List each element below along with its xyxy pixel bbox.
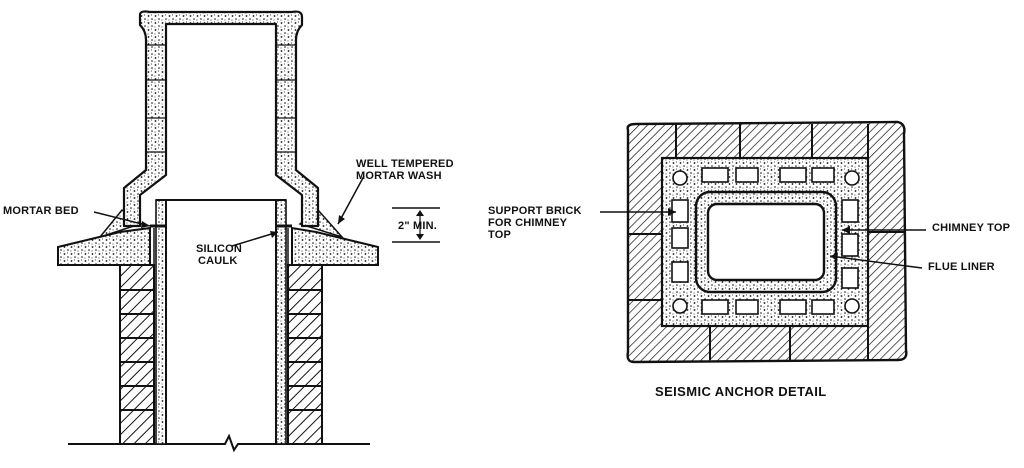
leader-lines-left xyxy=(93,175,365,247)
label-well-tempered: WELL TEMPERED xyxy=(356,158,454,170)
label-support-brick-1: SUPPORT BRICK xyxy=(488,205,582,217)
masonry-wall-left xyxy=(119,264,155,445)
leader-lines-right xyxy=(600,208,926,269)
masonry-wall-right xyxy=(287,264,323,445)
label-min-clearance: 2" MIN. xyxy=(398,220,438,232)
label-flue-liner: FLUE LINER xyxy=(928,261,995,273)
corner-anchors xyxy=(672,170,860,314)
seismic-anchor-plan xyxy=(600,120,926,364)
label-silicon: SILICON xyxy=(196,243,243,255)
label-mortar-bed: MORTAR BED xyxy=(3,205,79,217)
min-clearance-dimension xyxy=(392,207,440,243)
chimney-top-section xyxy=(122,10,320,228)
label-chimney-top: CHIMNEY TOP xyxy=(932,222,1011,234)
label-support-brick-2: FOR CHIMNEY xyxy=(488,217,568,229)
label-caulk: CAULK xyxy=(198,255,238,267)
support-brick-cells xyxy=(671,167,859,315)
flue-liner-section xyxy=(153,199,289,445)
chimney-section xyxy=(57,10,440,453)
detail-title: SEISMIC ANCHOR DETAIL xyxy=(655,384,827,399)
mortar-bed-slab xyxy=(57,224,379,266)
label-mortar-wash: MORTAR WASH xyxy=(356,170,442,182)
label-support-brick-3: TOP xyxy=(488,229,512,241)
